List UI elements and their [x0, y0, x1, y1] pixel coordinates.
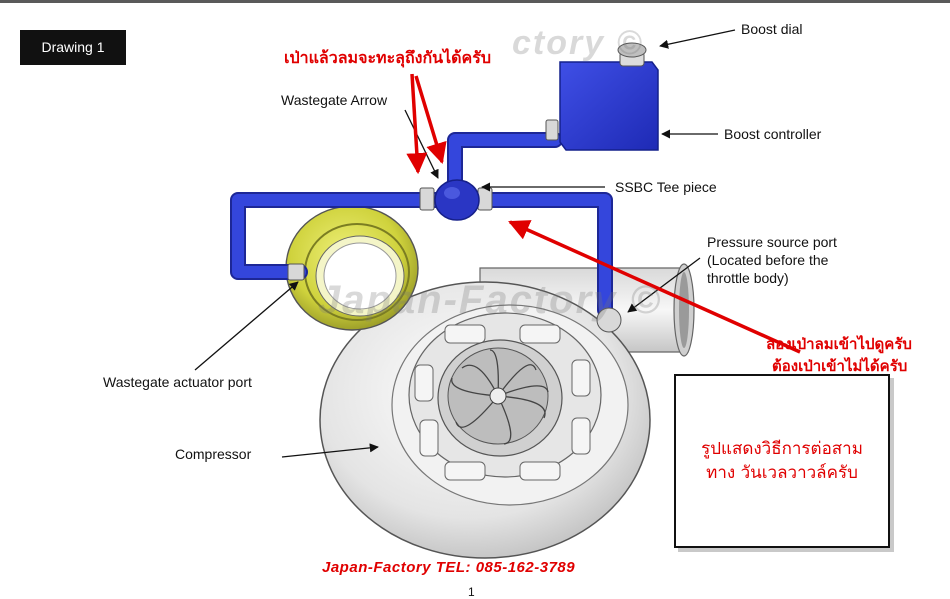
- ssbc-tee-piece: [434, 179, 480, 221]
- note-right-thai-line1: ลองเป่าลมเข้าไปดูครับ: [766, 335, 912, 353]
- compressor-housing: [319, 281, 651, 559]
- hose-fittings: [287, 119, 622, 333]
- note-right-thai-line2: ต้องเป่าเข้าไม่ได้ครับ: [772, 357, 908, 375]
- red-annotation-arrows: [406, 73, 801, 354]
- pointer-lines: [194, 29, 736, 458]
- page-number: 1: [468, 585, 475, 599]
- top-border: [0, 0, 950, 3]
- label-boost-dial: Boost dial: [741, 21, 803, 37]
- note-box-line2: ทาง วันเวลวาวล์ครับ: [706, 463, 858, 483]
- label-compressor: Compressor: [175, 446, 252, 462]
- label-wastegate-actuator: Wastegate actuator port: [103, 374, 252, 390]
- label-wastegate-arrow: Wastegate Arrow: [281, 92, 388, 108]
- label-pressure-source-line2: (Located before the: [707, 252, 829, 268]
- note-top-thai: เป่าแล้วลมจะทะลุถึงกันได้ครับ: [284, 48, 491, 67]
- boost-controller: [559, 42, 659, 151]
- label-ssbc-tee: SSBC Tee piece: [615, 179, 717, 195]
- label-pressure-source-line3: throttle body): [707, 270, 789, 286]
- note-box-line1: รูปแสดงวิธีการต่อสาม: [701, 439, 863, 459]
- label-pressure-source-line1: Pressure source port: [707, 234, 837, 250]
- footer-contact: Japan-Factory TEL: 085-162-3789: [322, 559, 576, 576]
- watermark-main: Japan-Factory ©: [318, 278, 663, 322]
- vacuum-hoses: [230, 132, 613, 318]
- drawing-label: Drawing 1: [20, 30, 126, 65]
- label-boost-controller: Boost controller: [724, 126, 822, 142]
- wastegate-actuator: [285, 205, 419, 331]
- note-box: รูปแสดงวิธีการต่อสาม ทาง วันเวลวาวล์ครับ: [674, 374, 890, 548]
- watermark-top: ctory ©: [512, 24, 644, 62]
